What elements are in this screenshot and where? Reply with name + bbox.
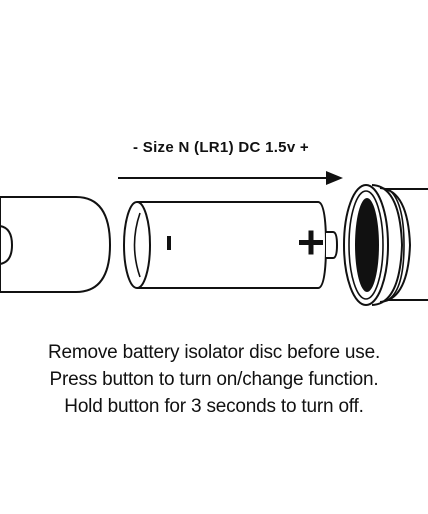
instruction-line-2: Press button to turn on/change function. — [49, 369, 379, 390]
battery-plus-symbol — [299, 230, 323, 255]
battery-minus-symbol — [167, 236, 171, 250]
bullet-cap — [0, 196, 112, 293]
instruction-line-1: Remove battery isolator disc before use. — [47, 342, 381, 363]
instruction-line-3: Hold button for 3 seconds to turn off. — [64, 396, 364, 417]
device-body — [343, 184, 428, 306]
battery-size-label: - Size N (LR1) DC 1.5v + — [133, 139, 309, 156]
insertion-arrow — [118, 171, 343, 185]
battery — [123, 201, 339, 289]
instructions-text: Remove battery isolator disc before use.… — [0, 339, 428, 420]
